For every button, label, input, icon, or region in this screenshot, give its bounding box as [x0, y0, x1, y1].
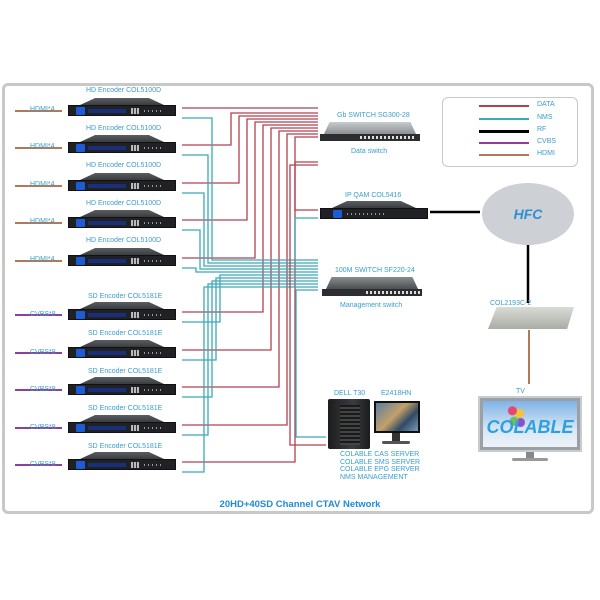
legend-swatch-hdmi	[479, 154, 529, 156]
hdmi-input-label: HDMI*4	[30, 106, 55, 113]
cvbs-input-label: CVBS*8	[30, 311, 56, 318]
legend-item-hdmi: HDMI	[443, 150, 577, 160]
data-switch-caption: Data switch	[351, 148, 388, 155]
cvbs-input-label: CVBS*8	[30, 386, 56, 393]
brand-logo-icon	[76, 424, 85, 432]
server-role: NMS MANAGEMENT	[340, 473, 408, 481]
hd-encoder-device[interactable]	[68, 210, 176, 228]
hdmi-input-label: HDMI*4	[30, 256, 55, 263]
sd-encoder-device[interactable]	[68, 302, 176, 320]
sd-encoder-label: SD Encoder COL5181E	[88, 443, 163, 450]
brand-logo-icon	[76, 386, 85, 394]
sd-encoder-device[interactable]	[68, 415, 176, 433]
diagram-title: 20HD+40SD Channel CTAV Network	[219, 499, 381, 510]
stb-model-label: COL2193C-2	[490, 300, 532, 307]
sd-encoder-label: SD Encoder COL5181E	[88, 405, 163, 412]
legend-item-rf: RF	[443, 126, 577, 136]
legend-label: DATA	[537, 101, 555, 108]
hfc-cloud[interactable]: HFC	[482, 183, 574, 245]
monitor-base	[382, 441, 410, 444]
server-role: COLABLE CAS SERVER	[340, 451, 420, 458]
tv-base	[512, 458, 548, 461]
hd-encoder-label: HD Encoder COL5100D	[86, 162, 162, 169]
server-monitor[interactable]	[374, 401, 420, 433]
sd-encoder-device[interactable]	[68, 452, 176, 470]
brand-logo-icon	[333, 210, 342, 218]
sd-encoder-device[interactable]	[68, 377, 176, 395]
legend-label: CVBS	[537, 138, 557, 145]
server-tower[interactable]	[328, 399, 370, 449]
sd-encoder-label: SD Encoder COL5181E	[88, 330, 163, 337]
mgmt-switch-model-label: 100M SWITCH SF220-24	[335, 267, 415, 274]
legend-item-nms: NMS	[443, 114, 577, 124]
hd-encoder-device[interactable]	[68, 98, 176, 116]
brand-logo-icon	[76, 349, 85, 357]
sd-encoder-label: SD Encoder COL5181E	[88, 368, 163, 375]
hd-encoder-device[interactable]	[68, 173, 176, 191]
data-switch-device[interactable]	[320, 122, 420, 142]
cvbs-input-label: CVBS*8	[30, 349, 56, 356]
legend-item-data: DATA	[443, 101, 577, 111]
legend-swatch-rf	[479, 130, 529, 133]
legend-item-cvbs: CVBS	[443, 138, 577, 148]
legend: DATA NMS RF CVBS HDMI	[442, 97, 578, 167]
brand-logo-icon	[76, 461, 85, 469]
hdmi-input-label: HDMI*4	[30, 143, 55, 150]
legend-label: NMS	[537, 114, 553, 121]
hd-encoder-label: HD Encoder COL5100D	[86, 237, 162, 244]
brand-logo-icon	[76, 107, 85, 115]
data-switch-model-label: Gb SWITCH SG300-28	[337, 112, 410, 119]
tv-stand	[526, 452, 534, 458]
cvbs-input-label: CVBS*8	[30, 424, 56, 431]
hdmi-input-label: HDMI*4	[30, 218, 55, 225]
hd-encoder-device[interactable]	[68, 248, 176, 266]
tv-label: TV	[516, 388, 525, 395]
cvbs-input-label: CVBS*8	[30, 461, 56, 468]
ip-qam-device[interactable]	[320, 201, 428, 219]
server-role: COLABLE SMS SERVER	[340, 458, 421, 466]
mgmt-switch-caption: Management switch	[340, 302, 403, 309]
hd-encoder-label: HD Encoder COL5100D	[86, 200, 162, 207]
legend-swatch-cvbs	[479, 142, 529, 144]
server-monitor-label: E2418HN	[381, 390, 412, 397]
server-tower-label: DELL T30	[334, 390, 366, 397]
hd-encoder-label: HD Encoder COL5100D	[86, 87, 162, 94]
hd-encoder-device[interactable]	[68, 135, 176, 153]
tv-brand-text: COLABLE	[486, 417, 574, 437]
brand-logo-icon	[76, 257, 85, 265]
legend-swatch-nms	[479, 118, 529, 120]
sd-encoder-label: SD Encoder COL5181E	[88, 293, 163, 300]
tv-screen: COLABLE	[483, 401, 577, 447]
brand-logo-icon	[76, 219, 85, 227]
hdmi-input-label: HDMI*4	[30, 181, 55, 188]
legend-label: HDMI	[537, 150, 555, 157]
hd-encoder-label: HD Encoder COL5100D	[86, 125, 162, 132]
sd-encoder-device[interactable]	[68, 340, 176, 358]
brand-logo-icon	[76, 144, 85, 152]
server-role: COLABLE EPG SERVER	[340, 466, 420, 473]
server-roles: COLABLE CAS SERVER COLABLE SMS SERVER CO…	[340, 451, 420, 481]
mgmt-switch-device[interactable]	[322, 277, 422, 297]
set-top-box[interactable]	[488, 307, 574, 329]
legend-label: RF	[537, 126, 547, 133]
brand-logo-icon	[76, 182, 85, 190]
balloons-icon	[507, 403, 525, 429]
hfc-label: HFC	[513, 206, 543, 222]
ip-qam-model-label: IP QAM COL5416	[345, 192, 402, 199]
tv-device[interactable]: COLABLE	[478, 396, 582, 452]
legend-swatch-data	[479, 105, 529, 107]
monitor-stand	[392, 433, 400, 442]
brand-logo-icon	[76, 311, 85, 319]
